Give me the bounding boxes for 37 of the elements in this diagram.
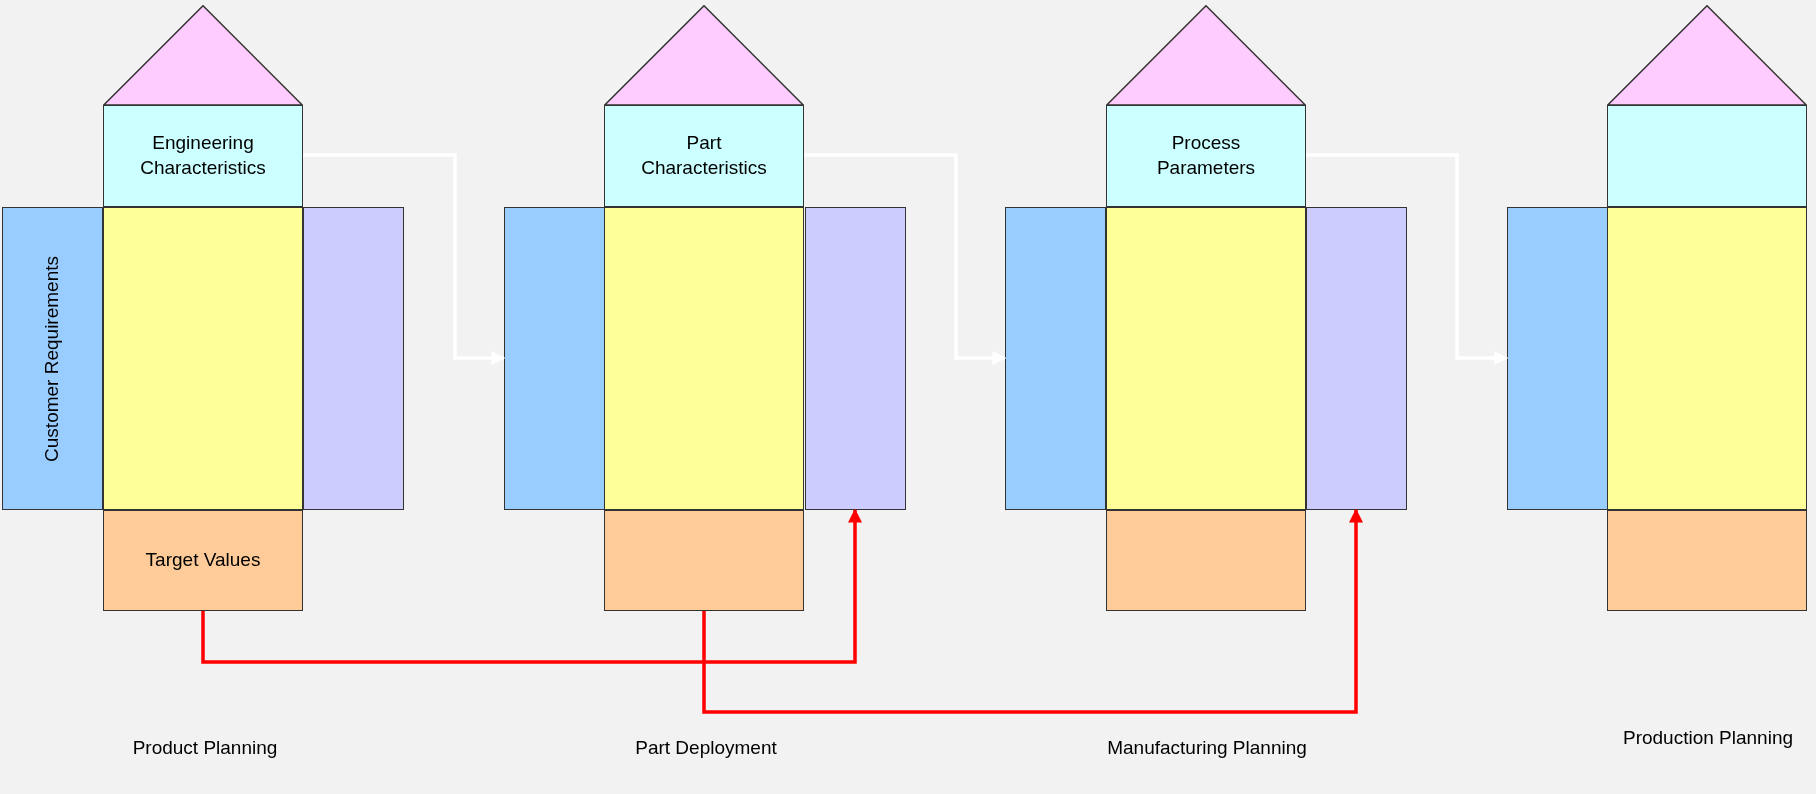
matrix-box — [604, 207, 804, 510]
matrix-box — [1106, 207, 1306, 510]
side-box — [1306, 207, 1407, 510]
stage-caption: Production Planning — [1621, 726, 1795, 750]
stage-caption: Product Planning — [131, 736, 279, 760]
arrow — [702, 508, 1363, 714]
footer-box — [103, 510, 303, 611]
footer-text: Target Values — [145, 548, 261, 573]
footer-box — [1607, 510, 1807, 611]
matrix-box — [103, 207, 303, 510]
footer-box — [1106, 510, 1306, 611]
matrix-box — [1607, 207, 1807, 510]
header-box — [1607, 105, 1807, 207]
stage-caption: Part Deployment — [634, 736, 778, 760]
header-text: Part Characteristics — [640, 131, 768, 180]
arrow — [1306, 153, 1509, 365]
side-box — [504, 207, 605, 510]
header-box — [1106, 105, 1306, 207]
header-box — [103, 105, 303, 207]
footer-box — [604, 510, 804, 611]
stage-caption: Manufacturing Planning — [1107, 736, 1307, 760]
side-box — [1005, 207, 1106, 510]
arrow — [201, 508, 862, 664]
arrow — [804, 153, 1007, 365]
side-box — [2, 207, 103, 510]
arrow — [303, 153, 506, 365]
side-text: Customer Requirements — [40, 255, 64, 462]
roof-triangle — [1106, 5, 1306, 105]
side-box — [1507, 207, 1608, 510]
header-box — [604, 105, 804, 207]
roof-triangle — [103, 5, 303, 105]
side-box — [303, 207, 404, 510]
roof-triangle — [1607, 5, 1807, 105]
roof-triangle — [604, 5, 804, 105]
header-text: Process Parameters — [1155, 131, 1257, 180]
side-box — [805, 207, 906, 510]
header-text: Engineering Characteristics — [139, 131, 267, 180]
